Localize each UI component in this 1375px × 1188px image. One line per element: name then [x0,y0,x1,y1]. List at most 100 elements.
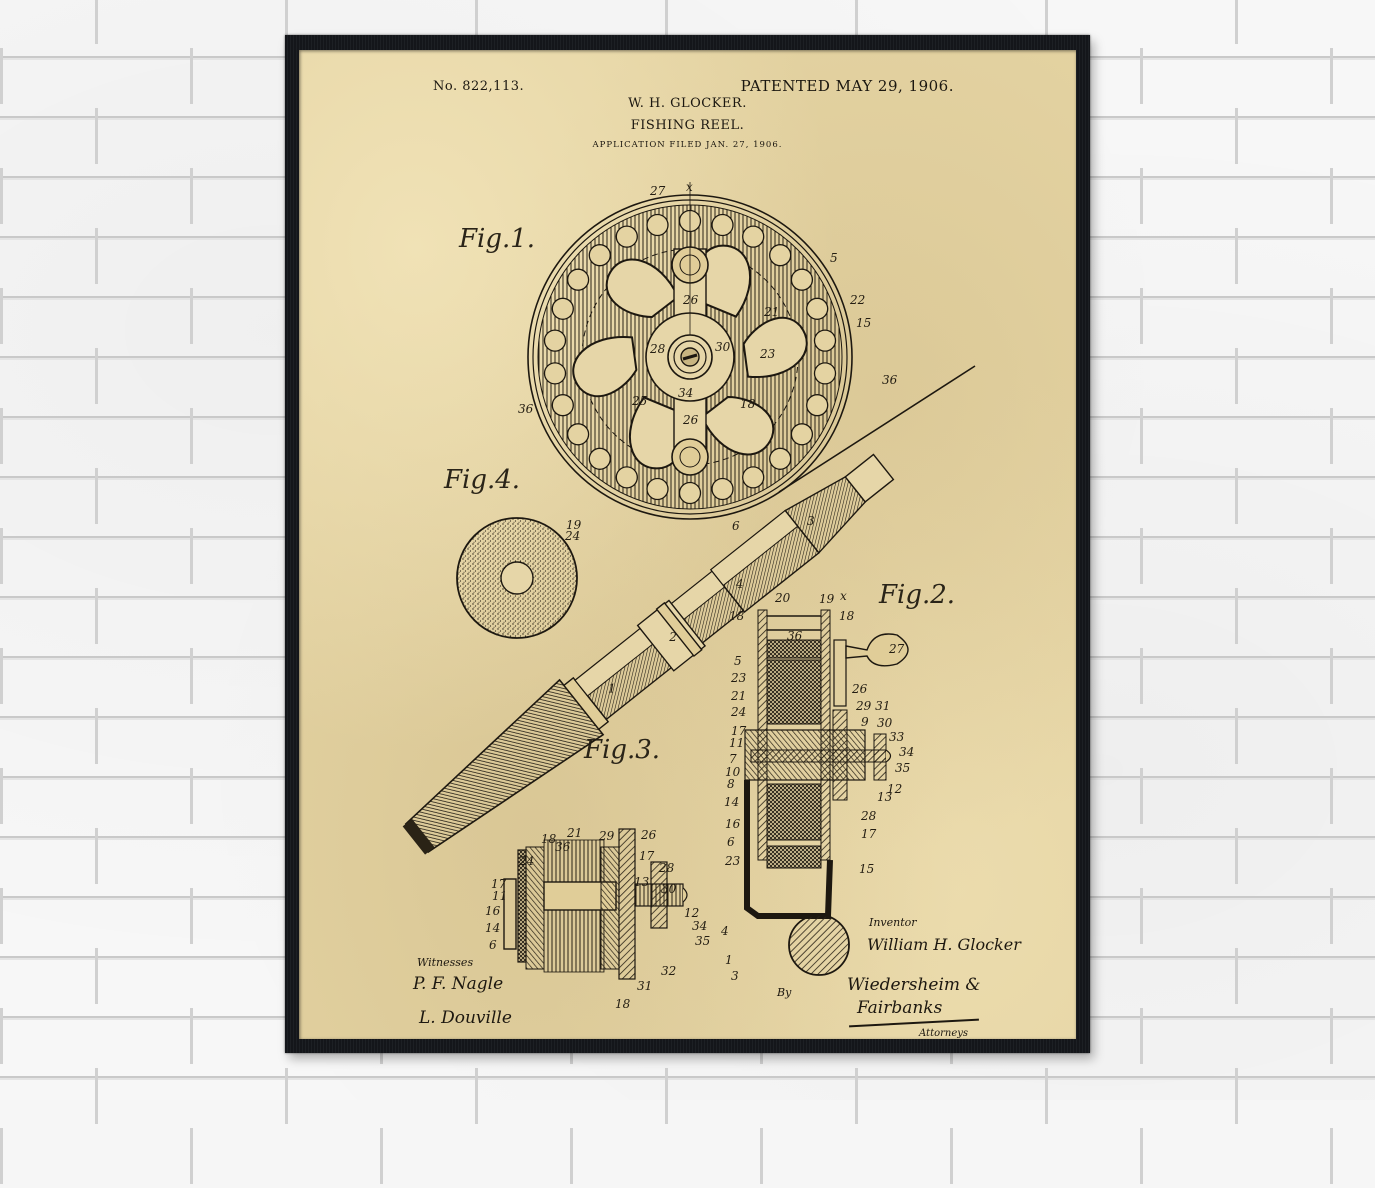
svg-text:17: 17 [731,724,747,738]
svg-text:18: 18 [541,832,557,846]
brick-joint [855,0,858,44]
svg-text:25: 25 [631,394,647,408]
svg-text:13: 13 [634,875,650,889]
svg-text:27: 27 [649,184,666,198]
brick-joint [1235,348,1238,404]
brick-joint [475,1068,478,1124]
brick-joint [760,1128,763,1184]
brick-joint [1140,1008,1143,1064]
brick-joint [1330,768,1333,824]
svg-text:34: 34 [692,919,707,933]
by-label: By [777,986,792,999]
fig3-cross-section: 21 29 26 18 36 24 17 28 17 13 30 11 12 1… [485,826,710,1011]
svg-text:18: 18 [615,997,631,1011]
svg-text:1: 1 [608,682,616,696]
svg-text:28: 28 [649,342,666,356]
svg-text:6: 6 [732,519,740,533]
svg-text:36: 36 [787,629,803,643]
svg-text:24: 24 [518,854,534,868]
svg-text:27: 27 [888,642,905,656]
svg-text:3: 3 [731,969,739,983]
svg-text:8: 8 [727,777,735,791]
svg-text:10: 10 [725,765,741,779]
svg-text:1: 1 [725,953,733,967]
inventor-header: W. H. GLOCKER. [628,96,747,111]
svg-text:14: 14 [724,795,739,809]
brick-joint [1235,588,1238,644]
svg-text:28: 28 [860,809,877,823]
svg-text:2: 2 [668,630,677,644]
svg-text:23: 23 [759,347,776,361]
svg-text:5: 5 [734,654,742,668]
brick-joint [1045,0,1048,44]
svg-text:15: 15 [859,862,874,876]
brick-joint [1330,648,1333,704]
brick-joint [190,408,193,464]
svg-text:29: 29 [598,829,615,843]
brick-joint [1140,48,1143,104]
brick-joint [1140,1128,1143,1184]
svg-text:21: 21 [730,689,746,703]
svg-text:12: 12 [887,782,902,796]
brick-joint [1330,408,1333,464]
svg-text:16: 16 [725,817,741,831]
brick-joint [0,288,3,344]
brick-joint [1330,168,1333,224]
svg-text:28: 28 [658,861,675,875]
brick-joint [475,0,478,44]
rod-handle-drawing: 1 2 4 3 [402,453,895,855]
brick-joint [190,48,193,104]
brick-joint [1140,888,1143,944]
brick-joint [190,288,193,344]
brick-joint [95,588,98,644]
brick-joint [190,768,193,824]
svg-text:24: 24 [564,529,580,543]
svg-text:23: 23 [730,671,747,685]
svg-text:32: 32 [661,964,676,978]
brick-joint [95,1068,98,1124]
brick-row [0,1128,1375,1188]
brick-joint [570,1128,573,1184]
svg-text:36: 36 [882,373,898,387]
brick-row [0,0,1375,48]
fig4-label: Fig.4. [444,465,521,495]
fig2-cross-section: 27 19 20 18 18 36 5 23 26 21 29 31 24 9 … [720,591,914,983]
brick-joint [1330,48,1333,104]
fig1-petals [572,244,808,470]
brick-joint [190,1128,193,1184]
brick-joint [190,528,193,584]
brick-joint [1140,408,1143,464]
svg-text:33: 33 [889,730,905,744]
brick-joint [1140,648,1143,704]
brick-joint [950,1128,953,1184]
patent-date: PATENTED MAY 29, 1906. [740,77,954,95]
brick-joint [0,888,3,944]
brick-joint [285,1068,288,1124]
fig1-label: Fig.1. [459,224,536,254]
svg-text:6: 6 [727,835,735,849]
svg-text:35: 35 [895,761,910,775]
brick-joint [1235,0,1238,44]
svg-text:23: 23 [724,854,741,868]
inventor-label: Inventor [869,916,917,929]
inventor-signature: William H. Glocker [867,935,1021,954]
svg-text:29 31: 29 31 [855,699,890,713]
svg-text:5: 5 [830,251,838,265]
brick-joint [1140,528,1143,584]
brick-joint [190,648,193,704]
brick-joint [1140,768,1143,824]
svg-text:18: 18 [729,609,745,623]
brick-joint [95,708,98,764]
brick-joint [855,1068,858,1124]
svg-text:21: 21 [763,305,779,319]
svg-text:20: 20 [774,591,791,605]
svg-text:36: 36 [555,840,571,854]
witness-signature-1: P. F. Nagle [413,974,504,994]
brick-joint [190,1008,193,1064]
brick-joint [0,1008,3,1064]
brick-joint [665,0,668,44]
brick-joint [0,648,3,704]
brick-joint [1045,1068,1048,1124]
svg-text:17: 17 [491,877,507,891]
fishing-line [778,365,976,493]
